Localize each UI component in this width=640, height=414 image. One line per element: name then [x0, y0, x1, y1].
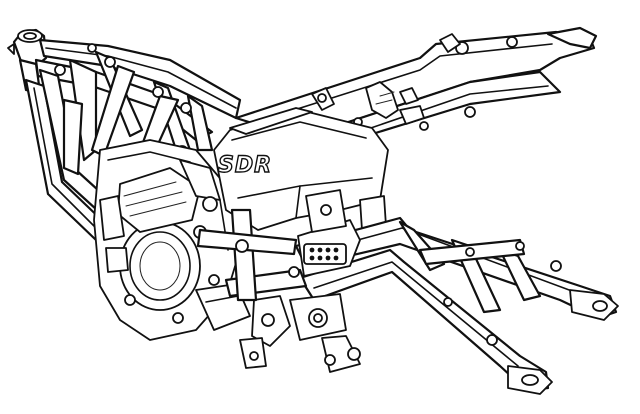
swingarm — [294, 216, 619, 395]
tank-cover — [213, 107, 389, 231]
engine — [93, 139, 251, 341]
tank-logo: SDR — [218, 153, 272, 178]
lower-cradle — [196, 208, 308, 302]
steering-head — [7, 28, 48, 94]
rear-shock-linkage — [239, 189, 361, 373]
